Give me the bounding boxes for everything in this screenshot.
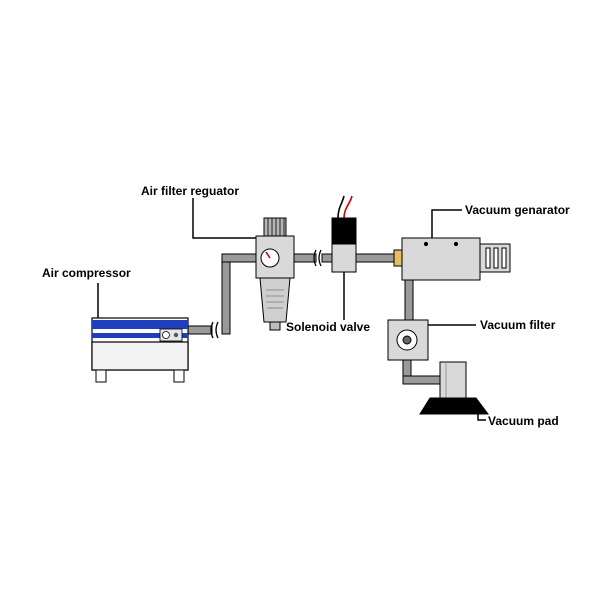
break-mark-1b: [215, 321, 219, 339]
compressor-stripe-2: [92, 333, 188, 338]
compressor-foot-right: [173, 369, 185, 383]
compressor-knob: [173, 332, 179, 338]
regulator-knob-ridges: [267, 218, 285, 236]
generator-inlet-fitting: [393, 249, 403, 267]
pipe-generator-down: [404, 279, 414, 321]
pipe-to-solenoid: [321, 253, 333, 263]
pipe-riser-horizontal: [221, 253, 257, 263]
solenoid-wire-red: [343, 195, 353, 219]
air-filter-regulator-icon: [255, 217, 295, 331]
generator-bolt-2: [453, 241, 459, 247]
pipe-regulator-out: [291, 253, 317, 263]
vacuum-pad-cup: [419, 397, 489, 415]
generator-silencer-slot-2: [493, 247, 499, 269]
regulator-knob: [263, 217, 287, 237]
regulator-gauge-needle: [265, 251, 271, 259]
break-mark-2a: [313, 249, 317, 267]
label-vacuum-generator: Vacuum genarator: [465, 203, 570, 217]
compressor-lower-shade: [91, 341, 189, 371]
label-air-filter-regulator: Air filter reguator: [141, 184, 240, 198]
label-vacuum-filter: Vacuum filter: [480, 318, 556, 332]
regulator-bowl: [259, 277, 291, 323]
regulator-bowl-ridges: [266, 289, 284, 309]
pipe-solenoid-to-generator: [355, 253, 397, 263]
solenoid-coil: [331, 217, 357, 245]
break-mark-1a: [210, 321, 214, 339]
regulator-drain: [269, 321, 281, 331]
pipe-compressor-out: [187, 325, 213, 335]
vacuum-pad-fitting: [439, 361, 467, 399]
vacuum-filter-core: [402, 335, 412, 345]
compressor-stripe: [92, 320, 188, 329]
vacuum-filter-icon: [387, 319, 429, 361]
solenoid-valve-icon: [331, 195, 357, 273]
label-vacuum-pad: Vacuum pad: [488, 414, 559, 428]
generator-silencer-slot-1: [485, 247, 491, 269]
leader-air-filter-regulator: [192, 198, 256, 239]
leader-lines: [97, 198, 486, 421]
leader-vacuum-pad: [477, 406, 486, 421]
generator-silencer-slot-3: [501, 247, 507, 269]
pipe-break-marks: [210, 249, 322, 339]
air-compressor-icon: [91, 317, 189, 383]
compressor-foot-left: [95, 369, 107, 383]
label-air-compressor: Air compressor: [42, 266, 131, 280]
pipe-riser-vertical: [221, 253, 231, 335]
break-mark-2b: [318, 249, 322, 267]
solenoid-body: [331, 243, 357, 273]
label-solenoid-valve: Solenoid valve: [286, 320, 371, 334]
leader-vacuum-generator: [431, 209, 462, 238]
pipe-to-pad: [402, 375, 442, 385]
generator-bolt-1: [423, 241, 429, 247]
solenoid-wire-black: [337, 195, 345, 219]
generator-body: [401, 237, 481, 281]
vacuum-generator-icon: [393, 237, 511, 281]
vacuum-pad-icon: [419, 361, 489, 415]
compressor-gauge: [162, 331, 170, 339]
